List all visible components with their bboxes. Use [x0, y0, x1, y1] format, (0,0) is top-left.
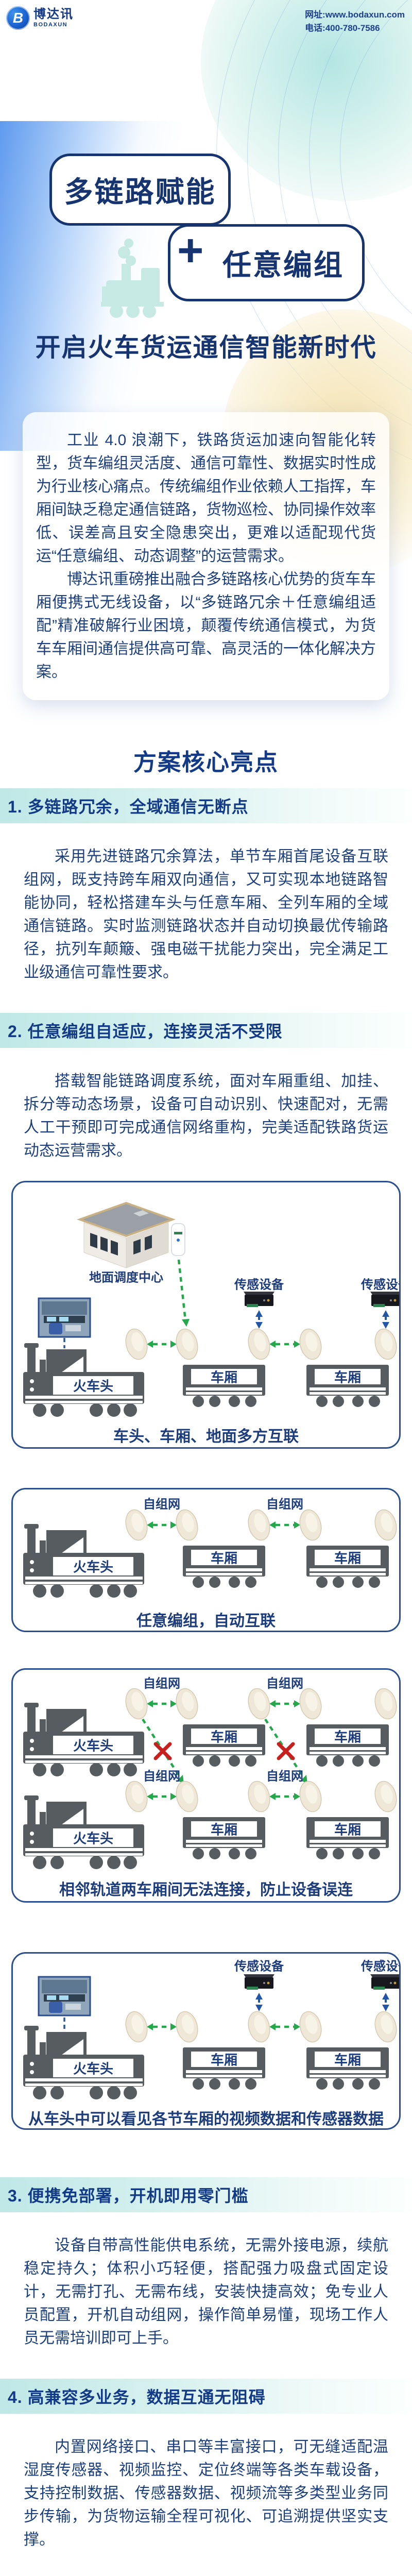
- highlight-1-heading: 1. 多链路冗余，全域通信无断点: [0, 788, 412, 823]
- mesh-label: 自组网: [266, 1769, 303, 1784]
- logo-name-cn: 博达讯: [33, 7, 74, 21]
- sensor-label: 传感设备: [361, 1278, 399, 1292]
- mesh-label: 自组网: [266, 1497, 303, 1512]
- wagon-label: 车厢: [334, 1822, 362, 1838]
- diagram-adjacent-track: 自组网 自组网 火车头 车厢 车厢 自组网 自组网 火车头 车厢 车厢 相邻轨道…: [11, 1668, 401, 1903]
- sensor-label: 传感设备: [361, 1959, 399, 1974]
- highlight-3-body: 设备自带高性能供电系统，无需外接电源，续航稳定持久；体积小巧轻便，搭配强力吸盘式…: [24, 2237, 388, 2347]
- building-label: 地面调度中心: [89, 1270, 163, 1285]
- diagram-caption: 相邻轨道两车厢间无法连接，防止设备误连: [59, 1882, 353, 1899]
- diagram-scene: [23, 1974, 399, 2099]
- diagram-caption: 任意编组，自动互联: [136, 1613, 276, 1630]
- company-logo: B 博达讯 BODAXUN: [6, 6, 74, 30]
- diagram-scene: [23, 1686, 399, 1869]
- mesh-label: 自组网: [266, 1676, 303, 1691]
- contact-info: 网址:www.bodaxun.com 电话:400-780-7586: [305, 8, 405, 36]
- wagon-label: 车厢: [334, 1729, 362, 1745]
- diagram-scene: [23, 1202, 399, 1417]
- wagon-label: 车厢: [210, 2052, 238, 2068]
- wagon-label: 车厢: [210, 1369, 238, 1385]
- hero-banner: 多链路赋能 + 任意编组 开启火车货运通信智能新时代: [0, 36, 412, 386]
- wagon-label: 车厢: [210, 1550, 238, 1566]
- sensor-label: 传感设备: [234, 1959, 284, 1974]
- wagon-label: 车厢: [334, 1369, 362, 1385]
- intro-card: 工业 4.0 浪潮下，铁路货运加速向智能化转型，货车编组灵活度、通信可靠性、数据…: [23, 412, 389, 700]
- locomotive-label: 火车头: [73, 1559, 114, 1575]
- mesh-label: 自组网: [143, 1497, 180, 1512]
- highlight-4-heading: 4. 高兼容多业务，数据互通无阻碍: [0, 2379, 412, 2414]
- diagram-caption: 车头、车厢、地面多方互联: [113, 1428, 299, 1445]
- header: B 博达讯 BODAXUN 网址:www.bodaxun.com 电话:400-…: [0, 0, 412, 36]
- locomotive-label: 火车头: [73, 1831, 114, 1846]
- highlight-1-body: 采用先进链路冗余算法，单节车厢首尾设备互联组网，既支持跨车厢双向通信，又可实现本…: [24, 848, 388, 981]
- sensor-label: 传感设备: [234, 1278, 284, 1292]
- train-silhouette-icon: [101, 239, 164, 318]
- locomotive-label: 火车头: [73, 1378, 114, 1394]
- highlight-4-body: 内置网络接口、串口等丰富接口，可无缝适配温湿度传感器、视频监控、定位终端等各类车…: [24, 2438, 388, 2548]
- diagram-caption: 从车头中可以看见各节车厢的视频数据和传感器数据: [28, 2111, 384, 2128]
- hero-title: 开启火车货运通信智能新时代: [35, 334, 377, 362]
- hero-bubble1-text: 多链路赋能: [64, 175, 216, 208]
- phone-link[interactable]: 电话:400-780-7586: [305, 23, 380, 33]
- locomotive-label: 火车头: [73, 1738, 114, 1754]
- hero-bubble2-text: 任意编组: [222, 248, 344, 281]
- locomotive-label: 火车头: [73, 2061, 114, 2077]
- wagon-label: 车厢: [334, 2052, 362, 2068]
- intro-paragraph-1: 工业 4.0 浪潮下，铁路货运加速向智能化转型，货车编组灵活度、通信可靠性、数据…: [36, 432, 376, 565]
- logo-icon: B: [6, 6, 30, 30]
- wagon-label: 车厢: [334, 1550, 362, 1566]
- diagram-head-visibility: 传感设备 传感设备 火车头 车厢 车厢 从车头中可以看见各节车厢的视频数据和传感…: [11, 1952, 401, 2130]
- diagram-auto-interconnect: 自组网 自组网 火车头 车厢 车厢 任意编组，自动互联: [11, 1488, 401, 1632]
- website-link[interactable]: 网址:www.bodaxun.com: [305, 10, 405, 20]
- mesh-label: 自组网: [143, 1769, 180, 1784]
- diagram-ground-interconnect: 地面调度中心 传感设备 传感设备 火车头 车厢 车厢 车头、车厢、地面多方互联: [11, 1181, 401, 1449]
- highlight-2-body: 搭载智能链路调度系统，面对车厢重组、加挂、拆分等动态场景，设备可自动识别、快速配…: [24, 1073, 388, 1159]
- highlight-2-heading: 2. 任意编组自适应，连接灵活不受限: [0, 1013, 412, 1048]
- hero-bubble-multilink: 多链路赋能: [49, 154, 231, 226]
- mesh-label: 自组网: [143, 1676, 180, 1691]
- wagon-label: 车厢: [210, 1729, 238, 1745]
- diagram-scene: [23, 1507, 399, 1598]
- section-title-highlights: 方案核心亮点: [133, 749, 279, 775]
- wagon-label: 车厢: [210, 1822, 238, 1838]
- logo-name-en: BODAXUN: [33, 22, 68, 28]
- plus-sign: +: [177, 225, 204, 276]
- highlight-3-heading: 3. 便携免部署，开机即用零门槛: [0, 2177, 412, 2212]
- intro-paragraph-2: 博达讯重磅推出融合多链路核心优势的货车车厢便携式无线设备，以“多链路冗余＋任意编…: [36, 571, 376, 681]
